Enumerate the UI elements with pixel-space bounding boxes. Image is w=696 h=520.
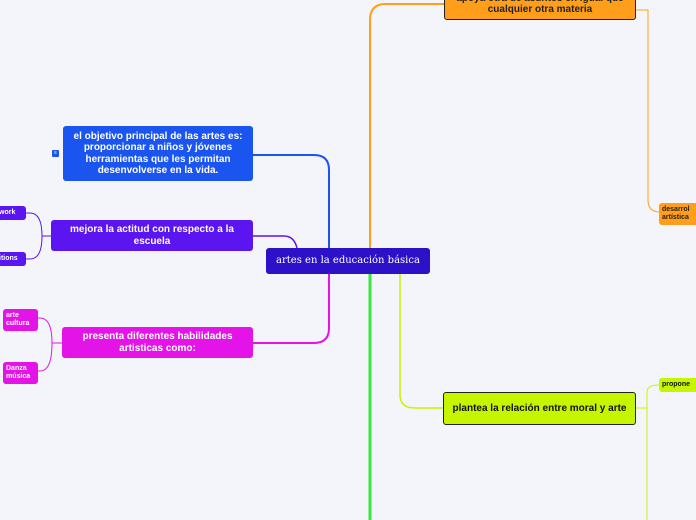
connector-magenta (252, 270, 330, 344)
central-topic[interactable]: artes en la educación básica (266, 248, 430, 274)
branch-objetivo[interactable]: el objetivo principal de las artes es: p… (63, 126, 253, 181)
sub-node-itions[interactable]: itions (0, 252, 26, 266)
branch-apoyo[interactable]: apoya otra de asuntos en igual que cualq… (444, 0, 636, 20)
sub-node-work[interactable]: work (0, 206, 26, 220)
branch-actitud[interactable]: mejora la actitud con respecto a la escu… (51, 220, 253, 251)
connector-magenta-subs (38, 317, 62, 372)
connector-purple (252, 235, 298, 249)
sub-node-arte-cultura[interactable]: arte cultura (3, 309, 38, 331)
branch-habilidades[interactable]: presenta diferentes habilidades artistic… (62, 327, 253, 358)
connector-orange-subs (636, 9, 661, 213)
connector-orange (369, 3, 445, 255)
connector-lime-subs (636, 384, 660, 520)
connector-purple-subs (26, 212, 51, 260)
sub-node-desarrollo[interactable]: desarrol artística (659, 203, 696, 225)
connector-blue (252, 154, 330, 260)
connector-lime (399, 274, 444, 409)
sub-node-propone[interactable]: propone (659, 378, 696, 392)
note-icon[interactable]: ≡ (52, 150, 59, 157)
sub-node-danza-musica[interactable]: Danza música (3, 362, 38, 384)
branch-moral[interactable]: plantea la relación entre moral y arte (443, 392, 636, 425)
